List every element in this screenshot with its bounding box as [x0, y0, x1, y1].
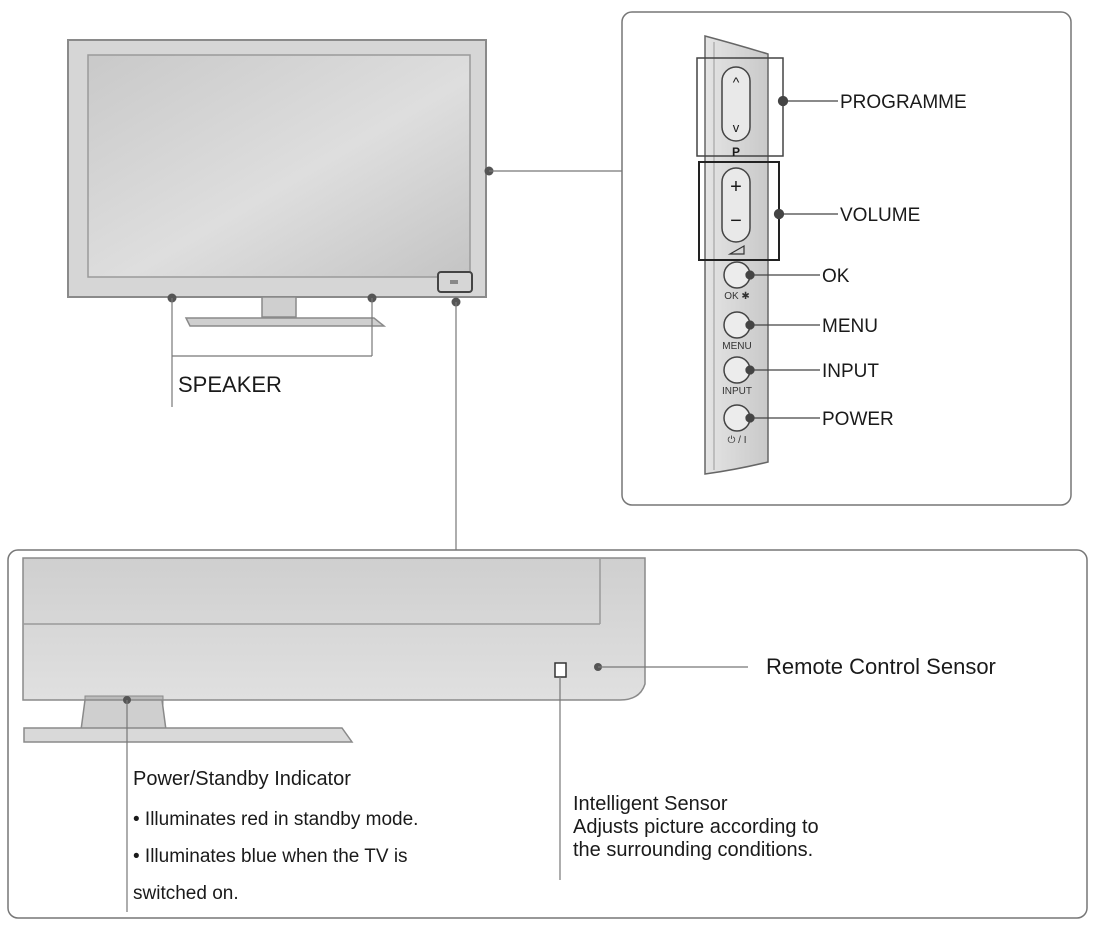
adjusts-text-1: Adjusts picture according to: [573, 816, 819, 838]
programme-rocker: [721, 66, 751, 142]
programme-label: PROGRAMME: [840, 92, 967, 113]
menu-label: MENU: [822, 316, 878, 337]
adjusts-text-2: the surrounding conditions.: [573, 839, 813, 861]
volume-icon: [727, 244, 745, 255]
ok-label: OK: [822, 266, 850, 287]
programme-down-icon: v: [733, 120, 740, 135]
speaker-label: SPEAKER: [178, 372, 282, 397]
power-label: POWER: [822, 409, 894, 430]
svg-text:INPUT: INPUT: [722, 386, 752, 397]
on-blue-text-1: • Illuminates blue when the TV is: [133, 846, 408, 867]
intelligent-sensor-window: [554, 662, 567, 678]
on-blue-text-2: switched on.: [133, 883, 239, 904]
input-label: INPUT: [822, 361, 879, 382]
svg-text:MENU: MENU: [722, 341, 751, 352]
side-control-panel: ^ v P + − OK ✱ MENU INPUT ⏻ / I: [696, 35, 784, 475]
power-indicator-label: Power/Standby Indicator: [133, 768, 351, 790]
intelligent-sensor-label: Intelligent Sensor: [573, 793, 728, 815]
programme-group-box: [696, 57, 784, 157]
tv-bottom-closeup: [22, 557, 646, 743]
svg-text:P: P: [732, 145, 740, 159]
svg-text:OK ✱: OK ✱: [724, 291, 750, 302]
programme-up-icon: ^: [733, 74, 740, 90]
remote-sensor-label: Remote Control Sensor: [766, 654, 996, 679]
volume-label: VOLUME: [840, 205, 920, 226]
volume-up-icon: +: [730, 176, 742, 198]
side-panel-box: [621, 11, 1072, 506]
volume-rocker: [721, 167, 751, 243]
speaker-callout: [167, 293, 377, 407]
standby-red-text: • Illuminates red in standby mode.: [133, 809, 418, 830]
volume-down-icon: −: [730, 210, 742, 232]
tv-front-illustration: [67, 39, 487, 327]
power-icon: ⏻ / I: [727, 435, 746, 446]
